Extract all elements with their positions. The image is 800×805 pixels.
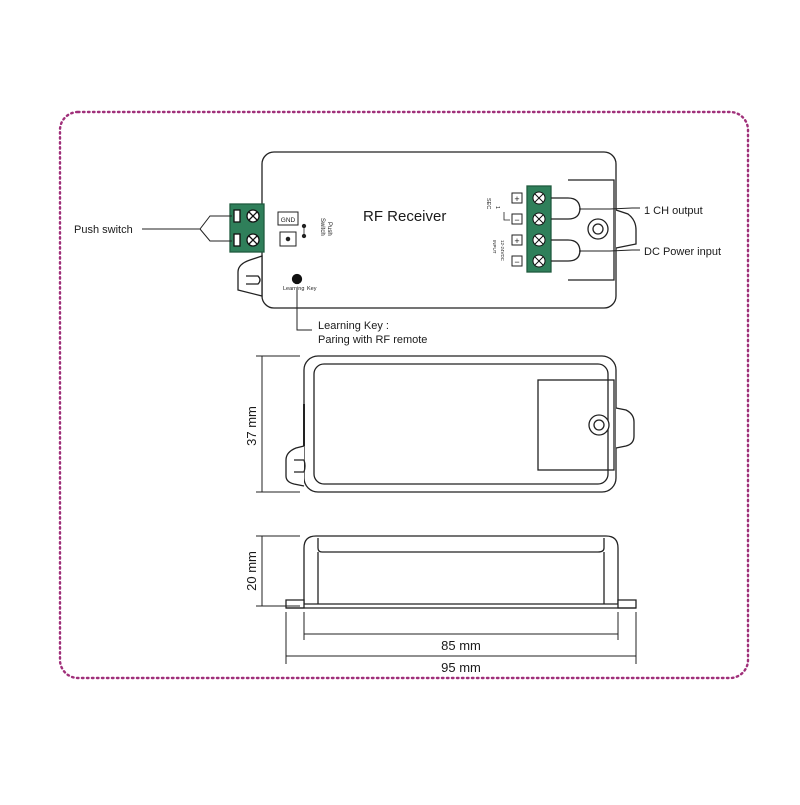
middle-left-tab — [285, 445, 305, 487]
middle-right-tab — [615, 407, 635, 449]
left-mount-tab — [237, 255, 263, 297]
length-95-label: 95 mm — [441, 660, 481, 675]
mount-hole-top — [587, 218, 609, 240]
device-title: RF Receiver — [363, 208, 446, 225]
input-label: INPUT — [492, 240, 497, 254]
ch-output-callout: 1 CH output — [644, 205, 703, 217]
right-mount-tab — [615, 209, 637, 249]
side-body — [303, 535, 619, 605]
input-voltage-label: 12-24VDC — [500, 240, 505, 262]
key-small-label: Key — [307, 286, 317, 292]
learning-small-label: Learning — [283, 286, 304, 292]
sec-number: 1 — [494, 206, 500, 209]
push-switch-callout: Push switch — [74, 224, 133, 236]
learning-key-button — [291, 273, 303, 285]
pairing-callout: Paring with RF remote — [318, 334, 427, 346]
middle-body — [303, 355, 617, 493]
height-37-label: 37 mm — [244, 406, 259, 446]
dotted-frame — [58, 110, 750, 680]
middle-view — [285, 355, 635, 493]
minus-sign-2: − — [514, 257, 519, 267]
plus-sign-2: + — [514, 236, 519, 246]
sec-label: SEC — [485, 198, 491, 209]
plus-sign-1: + — [514, 194, 519, 204]
height-20-label: 20 mm — [244, 551, 259, 591]
side-view — [285, 535, 637, 609]
top-view — [229, 151, 637, 309]
gnd-label: GND — [281, 217, 296, 224]
gnd-box — [277, 211, 299, 226]
receiver-body — [261, 151, 617, 309]
switch-label: Switch — [319, 218, 325, 236]
cover-plate — [568, 179, 615, 281]
dc-power-callout: DC Power input — [644, 246, 721, 258]
push-label: Push — [326, 222, 332, 236]
middle-cover-plate — [537, 379, 615, 471]
minus-sign-1: − — [514, 215, 519, 225]
learning-key-callout: Learning Key : — [318, 320, 389, 332]
length-85-label: 85 mm — [441, 638, 481, 653]
